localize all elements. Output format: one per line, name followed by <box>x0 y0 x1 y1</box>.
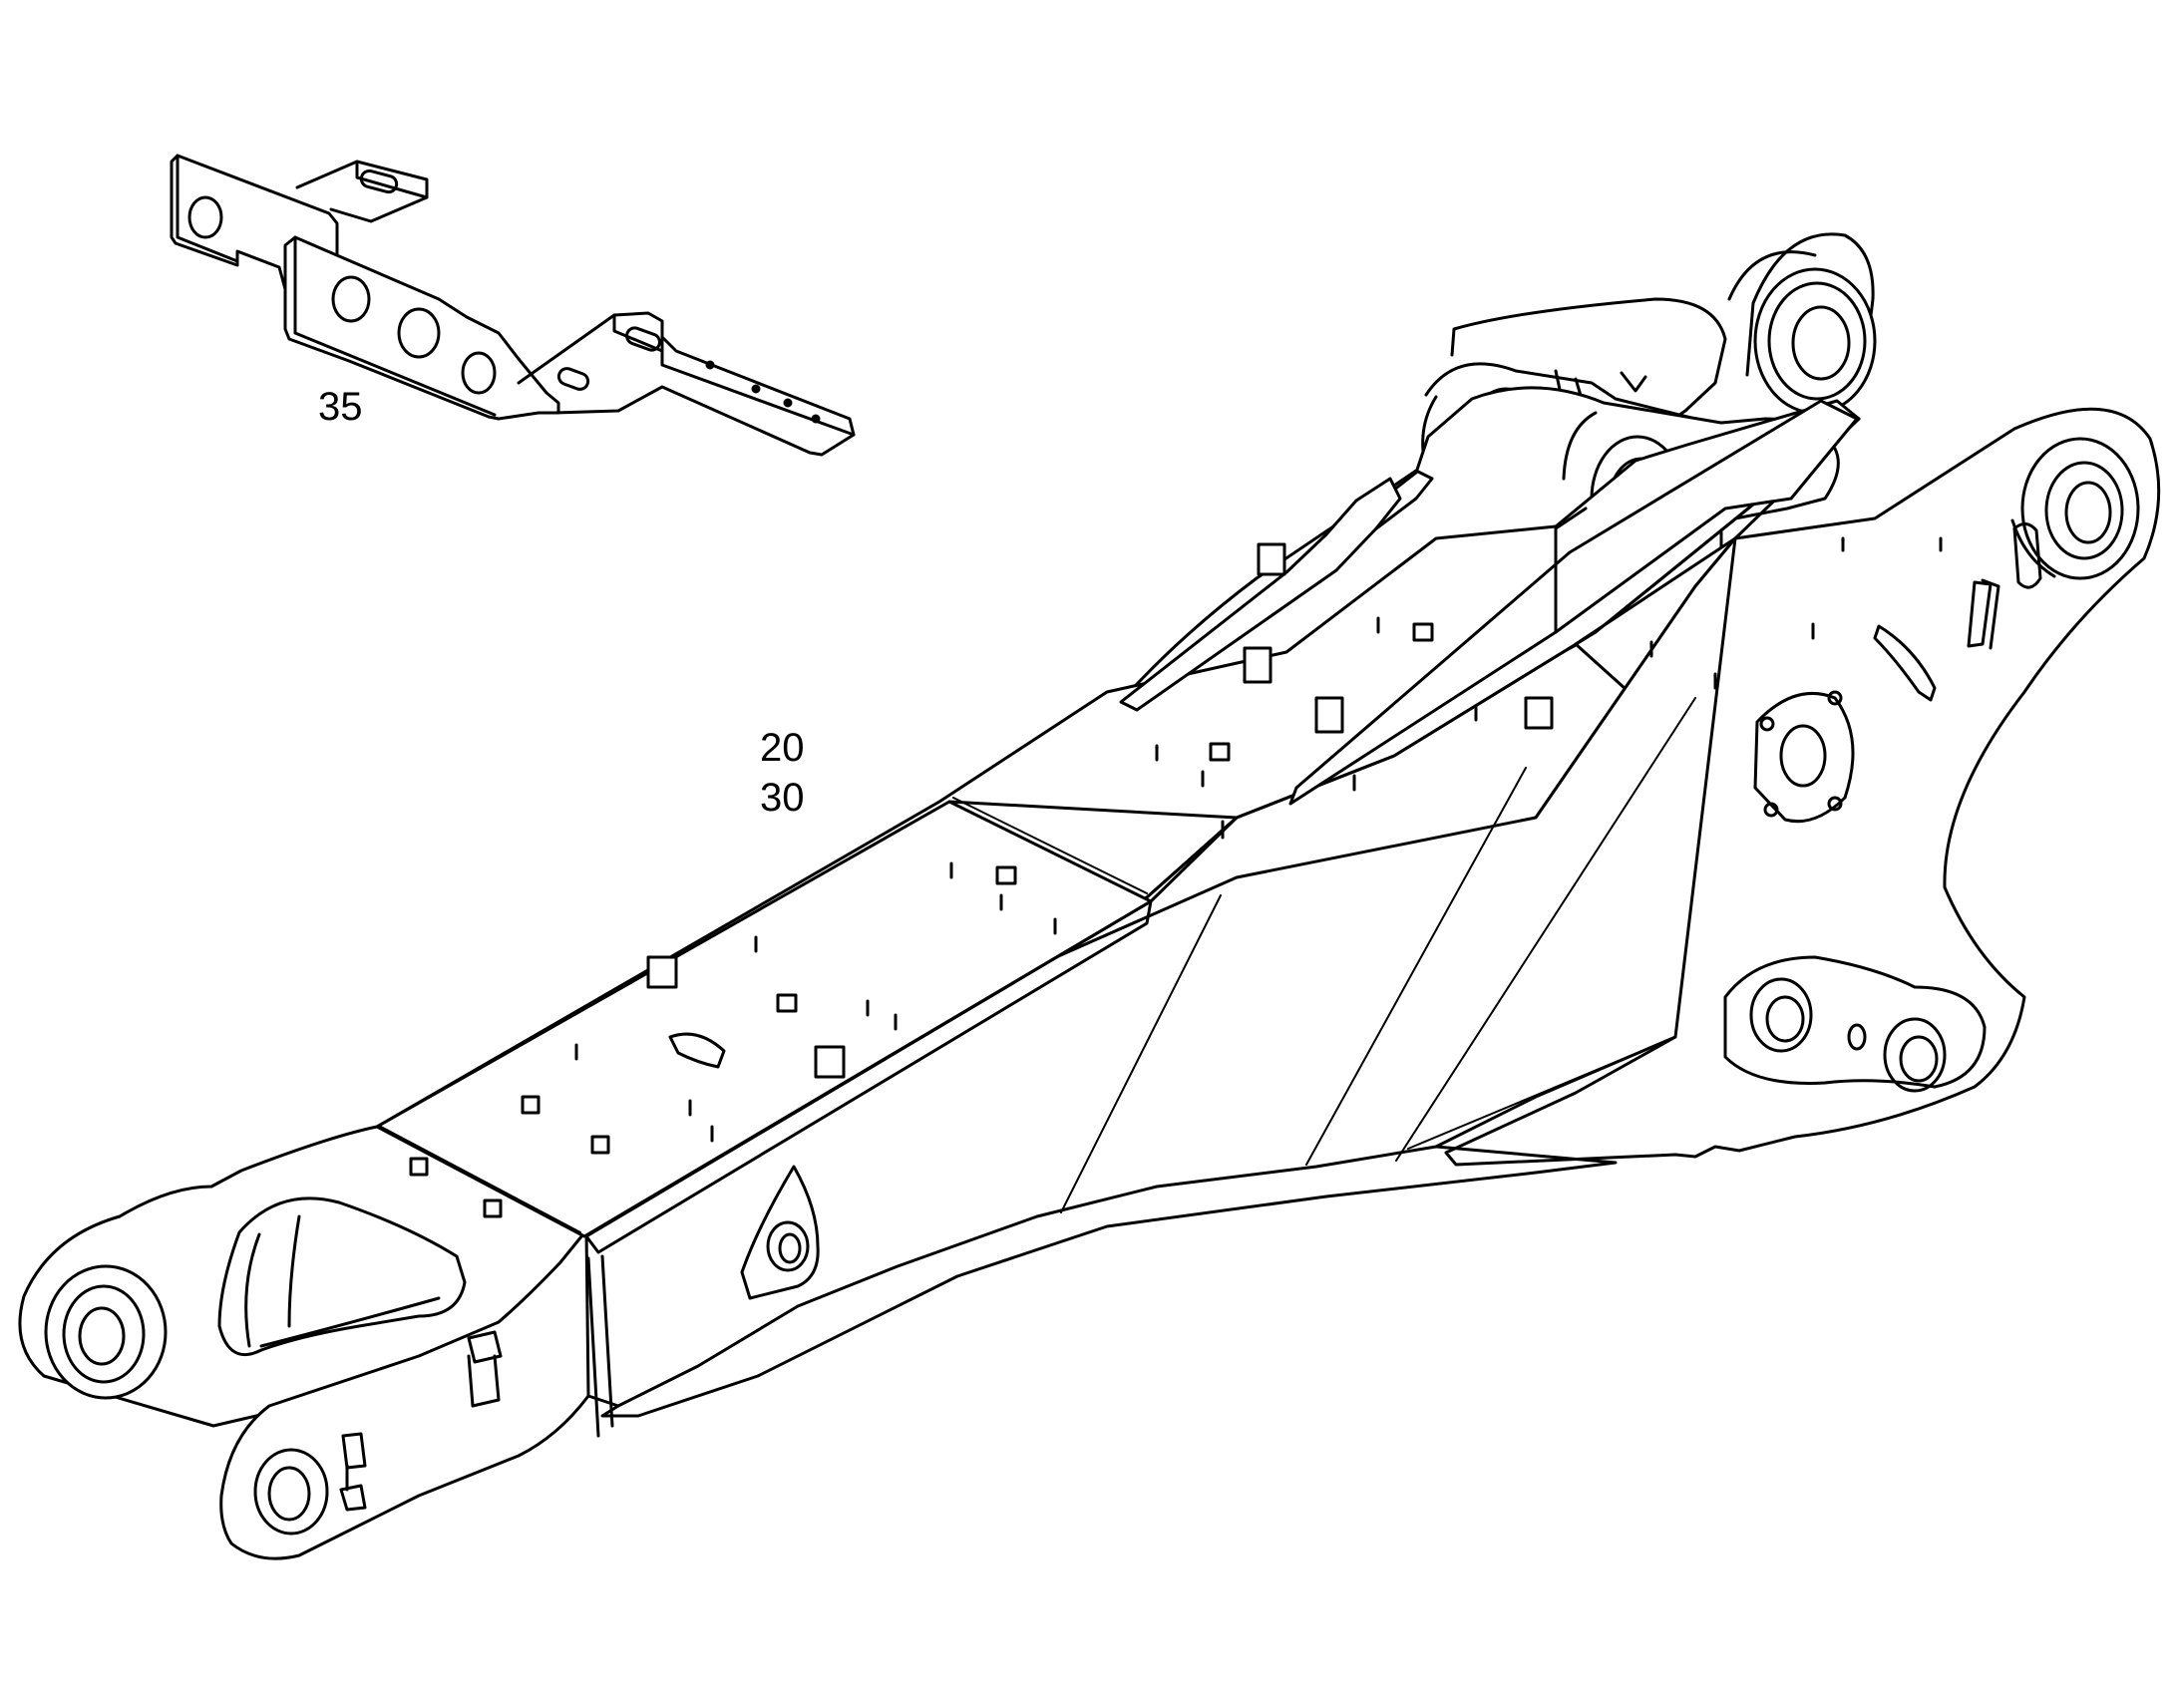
callout-35: 35 <box>318 385 363 429</box>
bracket-part-35[interactable] <box>170 154 856 457</box>
callout-20: 20 <box>760 726 805 770</box>
boom-frame-part-20-30[interactable] <box>18 232 2161 1560</box>
callout-30: 30 <box>760 776 805 820</box>
